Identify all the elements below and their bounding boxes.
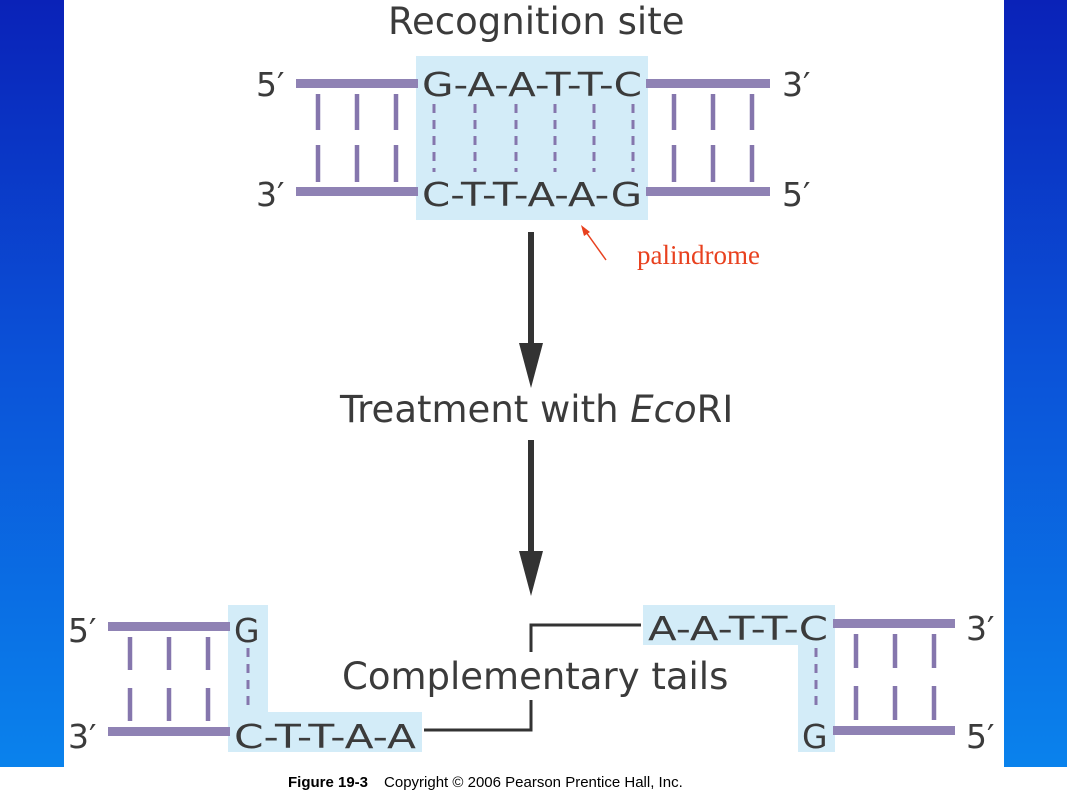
left-fragment-base-pairs	[127, 637, 250, 721]
left-overhang-highlight-horizontal	[228, 712, 422, 752]
left-fragment-3prime: 3′	[68, 717, 97, 756]
top-strand-3prime: 3′	[782, 65, 811, 104]
left-fragment-5prime: 5′	[68, 611, 97, 650]
right-overhang-highlight-vertical	[798, 605, 835, 752]
treatment-label: Treatment with EcoRI	[339, 388, 733, 431]
right-fragment-base-pairs	[814, 634, 937, 720]
right-base-pairs	[671, 94, 755, 182]
right-fragment-bottom-rail	[833, 726, 955, 735]
palindrome-label: palindrome	[637, 240, 760, 270]
top-strand-5prime: 5′	[256, 65, 285, 104]
tails-connector-left	[424, 700, 533, 732]
site-base-pairs	[432, 104, 635, 172]
left-fragment-overhang: C-T-T-A-A	[234, 717, 417, 756]
right-fragment-5prime: 5′	[966, 717, 995, 756]
figure-caption: Figure 19-3 Copyright © 2006 Pearson Pren…	[288, 774, 683, 791]
top-strand-left-rail	[296, 79, 418, 88]
bottom-strand-5prime: 5′	[782, 175, 811, 214]
complementary-tails-label: Complementary tails	[342, 655, 728, 698]
left-fragment-top-base: G	[234, 611, 260, 650]
left-fragment-bottom-rail	[108, 727, 230, 736]
bottom-strand-sequence: C-T-T-A-A-G	[422, 175, 642, 214]
arrow-2-head	[519, 551, 543, 596]
bottom-strand-3prime: 3′	[256, 175, 285, 214]
tails-connector-right	[529, 623, 641, 652]
top-strand-sequence: G-A-A-T-T-C	[422, 65, 642, 104]
right-fragment-bottom-base: G	[802, 717, 828, 756]
top-strand-right-rail	[646, 79, 770, 88]
arrow-1-head	[519, 343, 543, 388]
right-fragment-top-rail	[833, 619, 955, 628]
figure-number: Figure 19-3	[288, 774, 369, 791]
bottom-strand-left-rail	[296, 187, 418, 196]
recognition-site-title: Recognition site	[388, 0, 684, 43]
left-fragment-top-rail	[108, 622, 230, 631]
palindrome-pointer-head	[581, 225, 590, 236]
bottom-strand-right-rail	[646, 187, 770, 196]
copyright-text: Copyright © 2006 Pearson Prentice Hall, …	[384, 774, 683, 791]
caption-bar	[0, 767, 1067, 799]
left-base-pairs	[315, 94, 399, 182]
recognition-highlight	[416, 56, 648, 220]
palindrome-pointer	[585, 231, 607, 261]
right-fragment-overhang: A-A-T-T-C	[648, 609, 828, 648]
right-fragment-3prime: 3′	[966, 609, 995, 648]
